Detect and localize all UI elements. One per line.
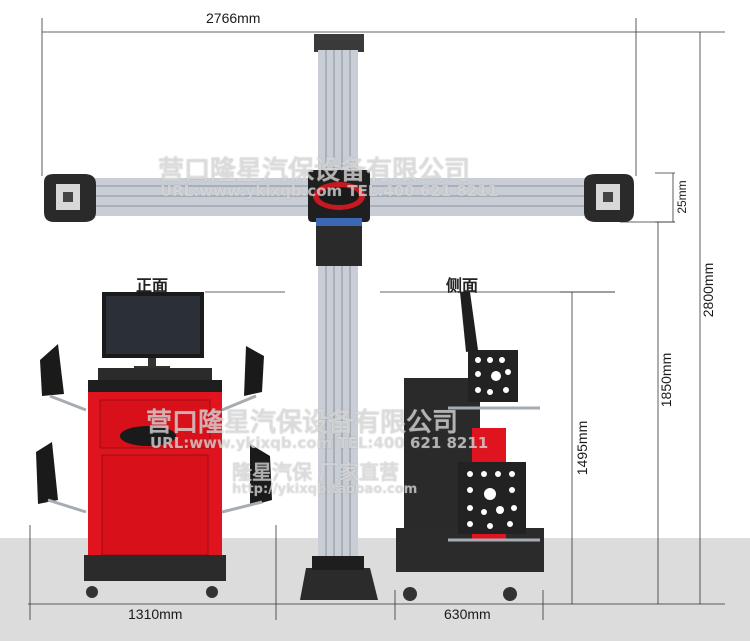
- beam-height-label: 25mm: [675, 180, 689, 214]
- side-height-label: 1495mm: [574, 420, 590, 476]
- front-width-label: 1310mm: [128, 606, 183, 622]
- side-width-label: 630mm: [444, 606, 491, 622]
- watermark-shop-url: http://ykixqb.taobao.com: [232, 482, 418, 497]
- watermark-contact-top: URL:www.ykixqb.com TEL:400 621 8211: [160, 182, 499, 200]
- watermark-company-top: 营口隆星汽保设备有限公司: [158, 156, 471, 186]
- total-height-label: 2800mm: [700, 262, 716, 318]
- watermark-company-mid: 营口隆星汽保设备有限公司: [146, 408, 459, 438]
- column-height-label: 1850mm: [658, 352, 674, 408]
- watermark-contact-mid: URL:www.ykixqb.com TEL:400 621 8211: [150, 434, 489, 452]
- watermark-tagline: 隆星汽保 厂家直营: [232, 460, 399, 484]
- side-view-label: 侧面: [446, 276, 479, 295]
- front-view-label: 正面: [136, 276, 169, 295]
- total-width-label: 2766mm: [206, 10, 261, 26]
